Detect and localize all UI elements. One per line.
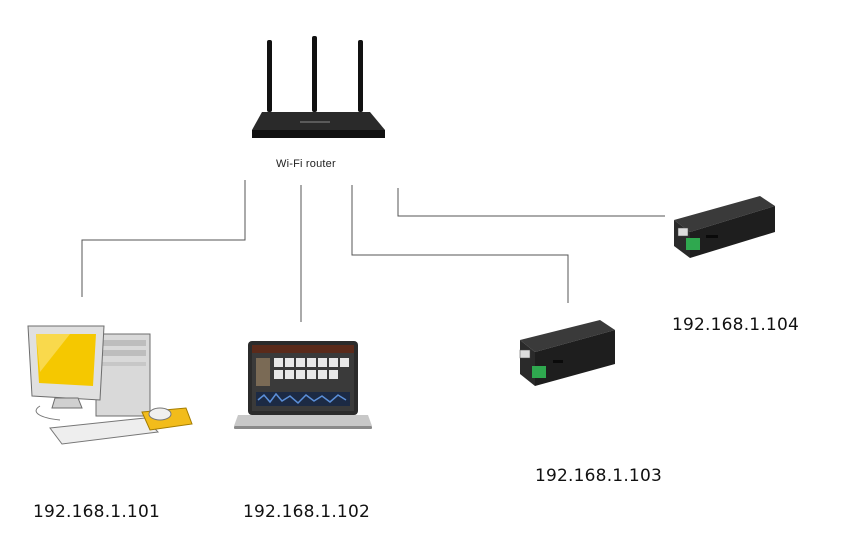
laptop-icon (234, 341, 372, 429)
desktop-ip-label: 192.168.1.101 (33, 502, 160, 522)
router-icon (252, 36, 385, 138)
connection-lines (81, 180, 665, 322)
router-label: Wi-Fi router (276, 158, 336, 170)
link-router-controller-104 (397, 188, 665, 217)
controller-104-ip-label: 192.168.1.104 (672, 315, 799, 335)
link-router-controller-103 (351, 185, 569, 303)
controller-103-ip-label: 192.168.1.103 (535, 466, 662, 486)
laptop-ip-label: 192.168.1.102 (243, 502, 370, 522)
controller-103-icon (519, 320, 615, 386)
link-router-desktop (81, 180, 246, 297)
desktop-pc-icon (27, 325, 193, 445)
controller-104-icon (674, 196, 775, 258)
